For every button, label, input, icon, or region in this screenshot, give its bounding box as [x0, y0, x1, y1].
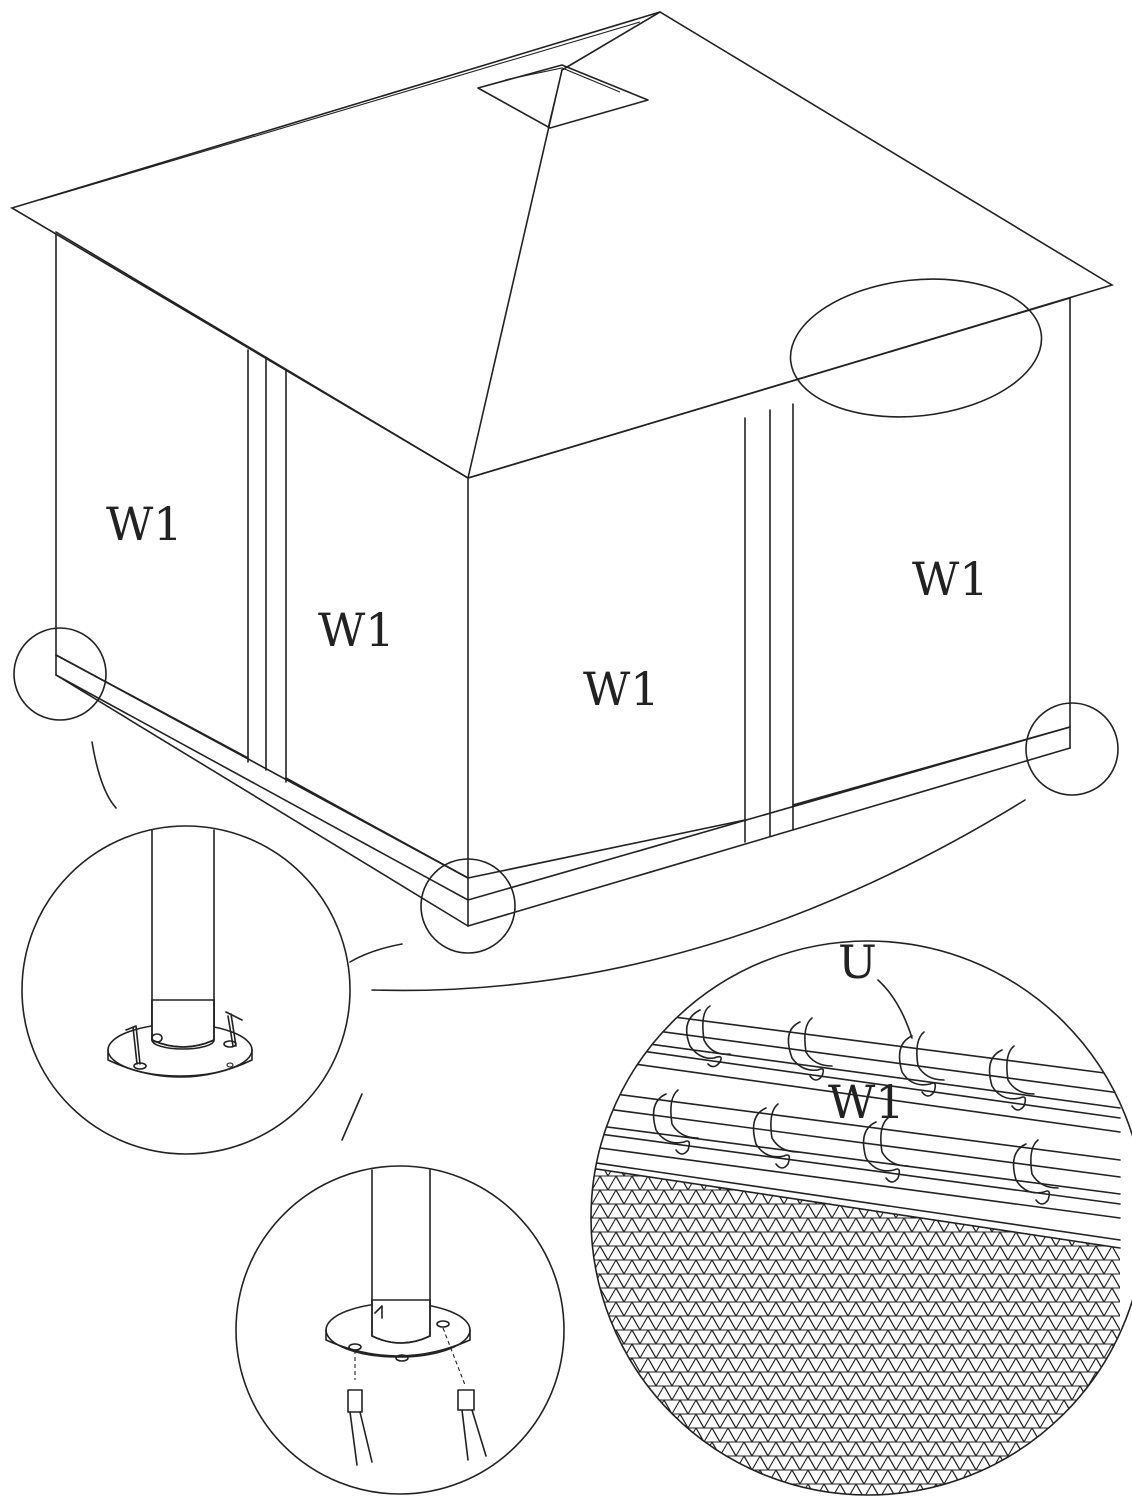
detail-hooks: U W1 — [590, 935, 1132, 1496]
leader-lines — [91, 741, 1026, 1141]
corner-circle-left — [13, 627, 107, 721]
label-hook-u: U — [838, 935, 877, 989]
walls — [55, 231, 1071, 927]
detail-base-pegs — [21, 825, 351, 1155]
detail-base-bolts — [235, 1165, 565, 1495]
upper-hooks — [685, 1005, 1035, 1111]
roof — [10, 11, 1114, 479]
lower-hooks — [652, 1089, 1059, 1205]
gazebo: W1 W1 W1 W1 — [10, 11, 1119, 954]
label-wall-front: W1 — [583, 662, 660, 716]
corner-circle-front — [420, 858, 516, 954]
label-detail-wall: W1 — [828, 1075, 905, 1129]
label-wall-left-outer: W1 — [106, 497, 183, 551]
label-wall-left-inner: W1 — [318, 603, 395, 657]
detail-highlight-ellipse — [789, 278, 1043, 418]
corner-circle-right — [1025, 702, 1119, 796]
label-wall-right: W1 — [912, 552, 989, 606]
